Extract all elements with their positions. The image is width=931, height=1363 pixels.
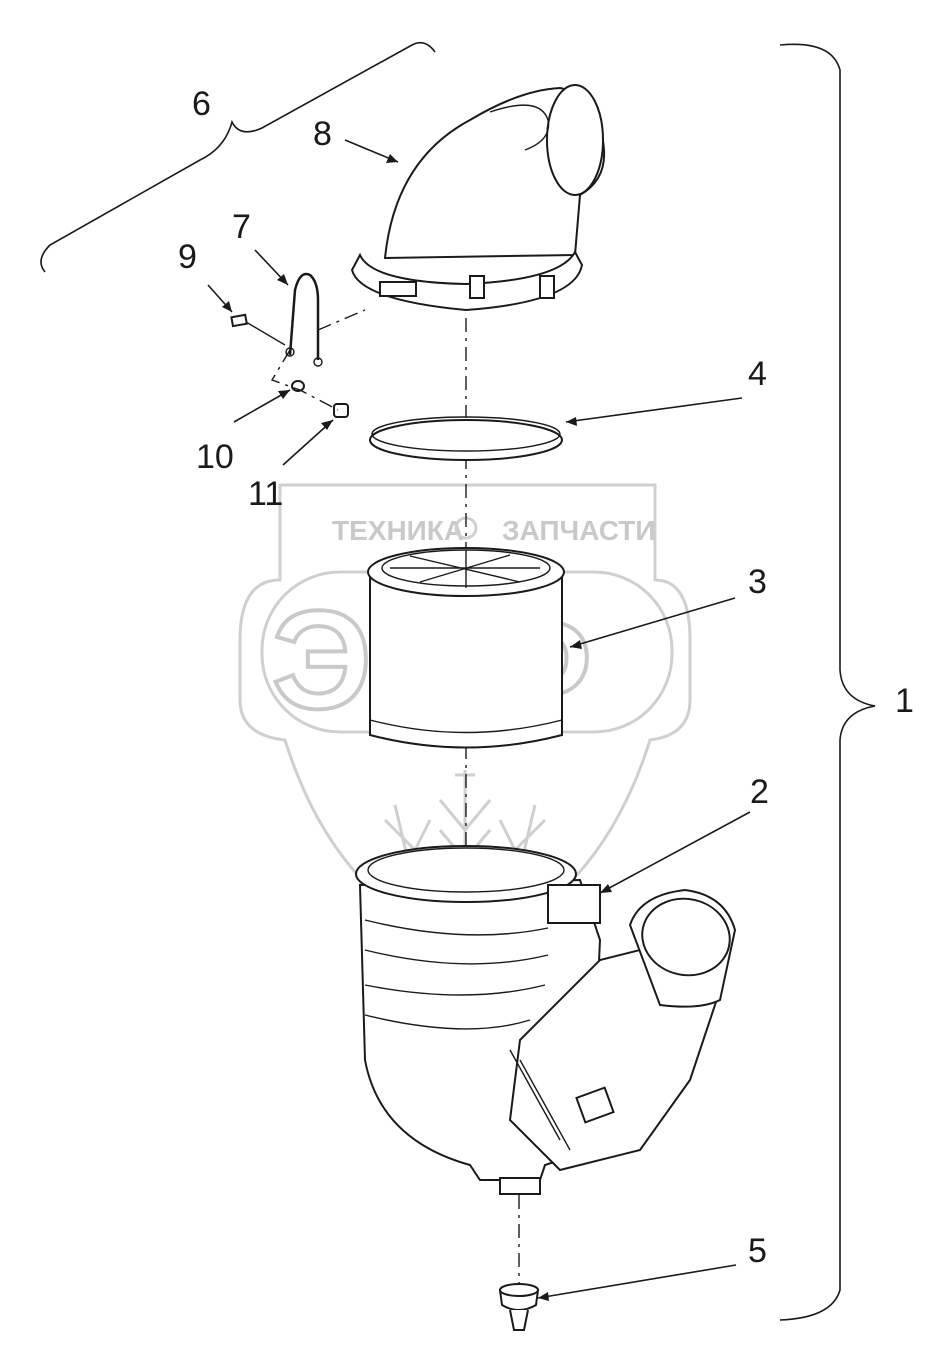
part-8-inlet-cover [350, 84, 606, 312]
fastener-axis-upper [317, 309, 366, 331]
part-4-cover-plate [369, 416, 563, 461]
callout-5: 5 [748, 1232, 767, 1270]
callout-1: 1 [895, 682, 914, 720]
part-5-drain-valve [498, 1283, 540, 1331]
callout-10: 10 [196, 438, 234, 476]
fastener-axis [270, 349, 339, 411]
watermark-top-left-text: ТЕХНИКА [332, 515, 464, 546]
brace-assembly-1 [779, 43, 876, 1321]
watermark-top-right-text: ЗАПЧАСТИ [502, 515, 655, 546]
callout-2: 2 [750, 773, 769, 811]
part-11-nut [333, 403, 349, 418]
part-3-filter-element [367, 547, 565, 749]
assembly-axis [465, 318, 520, 1285]
callout-7: 7 [232, 208, 251, 246]
leader-lines [207, 139, 751, 1301]
callout-4: 4 [748, 355, 767, 393]
part-2-housing [355, 845, 737, 1195]
part-7-u-bolt [285, 272, 323, 367]
callout-3: 3 [748, 563, 767, 601]
callout-labels: 1 2 3 4 5 6 7 8 9 10 11 [178, 85, 914, 1270]
callout-6: 6 [192, 85, 211, 123]
callout-9: 9 [178, 238, 197, 276]
callout-11: 11 [248, 475, 283, 513]
brace-group-6 [40, 41, 436, 273]
part-9-screw [230, 313, 286, 346]
callout-8: 8 [313, 115, 332, 153]
